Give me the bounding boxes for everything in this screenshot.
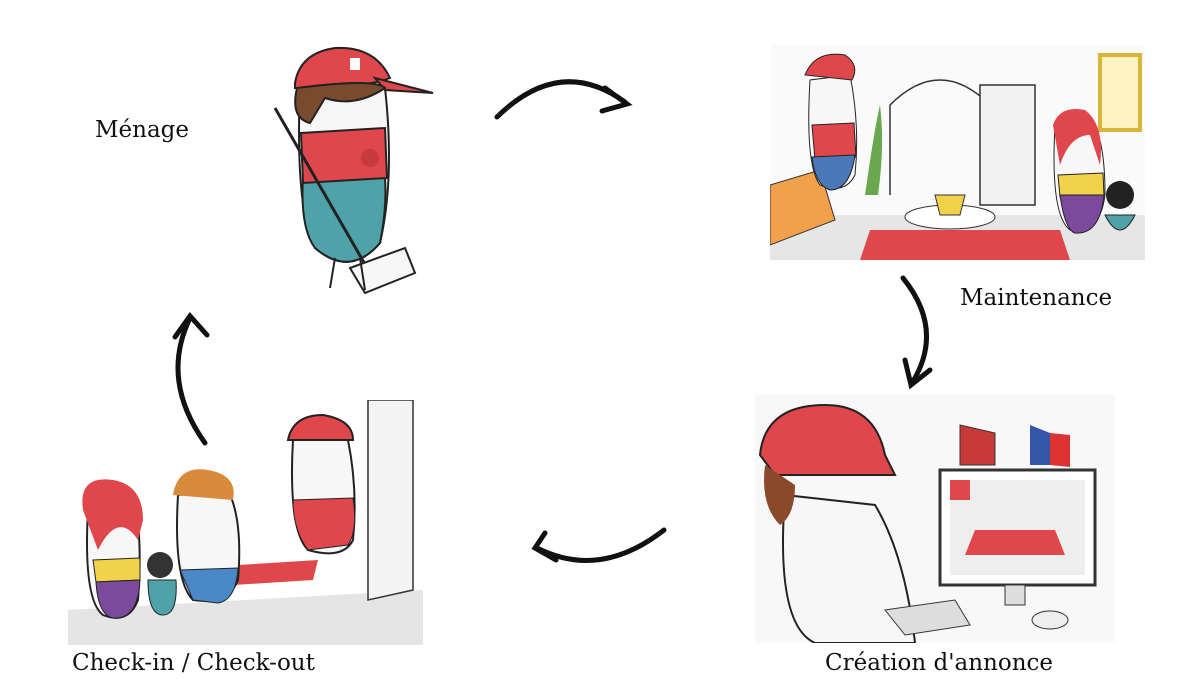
label-checkin-checkout: Check-in / Check-out [72, 650, 315, 676]
label-creation-annonce: Création d'annonce [825, 650, 1054, 676]
arrow-maintenance-to-creation-icon [900, 275, 933, 390]
arrow-menage-to-maintenance-icon [494, 79, 633, 120]
maintenance-illustration [770, 45, 1145, 260]
arrow-creation-to-checkin-icon [531, 527, 667, 563]
label-menage: Ménage [95, 117, 190, 143]
creation-annonce-illustration [755, 395, 1115, 643]
arrow-checkin-to-menage-icon [172, 312, 210, 446]
label-maintenance: Maintenance [960, 285, 1113, 311]
cleaner-illustration [273, 46, 434, 295]
checkin-checkout-illustration [68, 400, 423, 645]
